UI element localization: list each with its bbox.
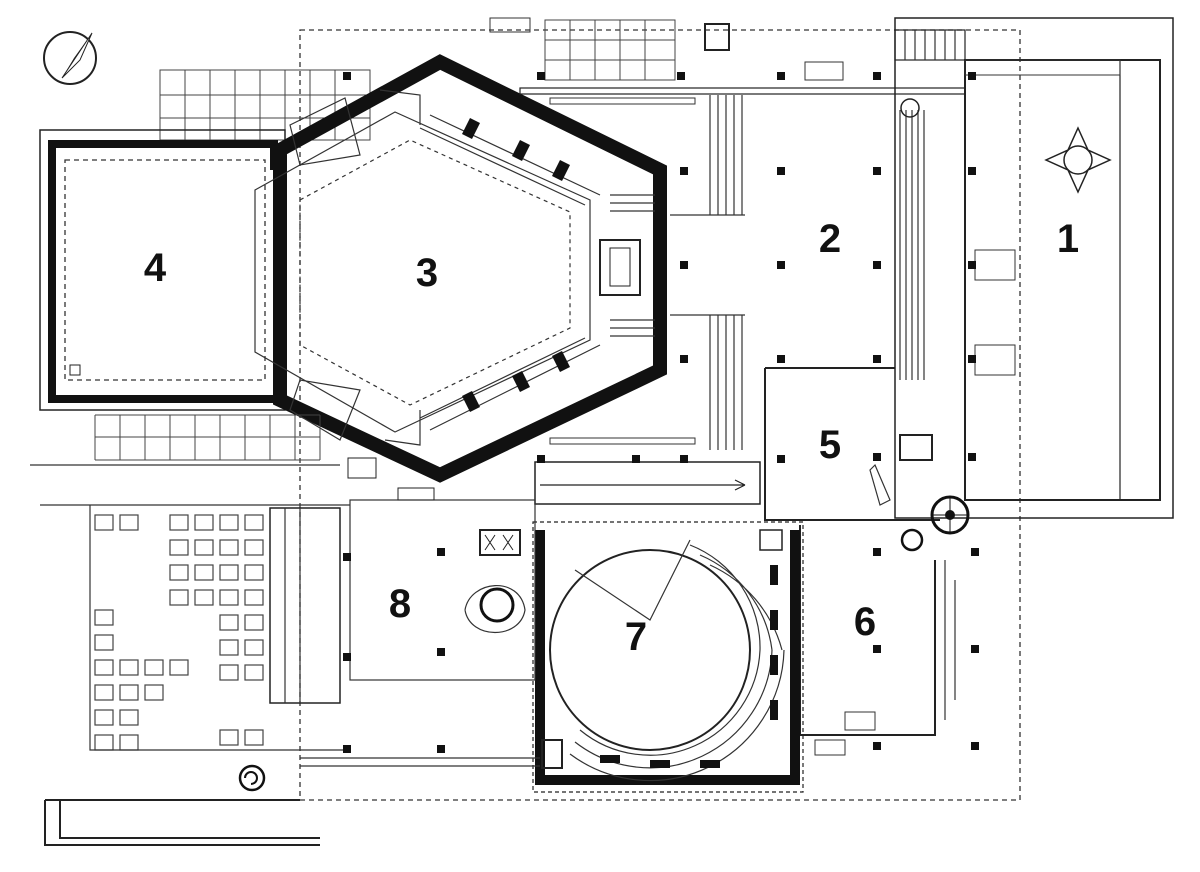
spiral-stair-icon	[930, 495, 970, 535]
lobby-5	[764, 367, 970, 552]
room-label-2: 2	[819, 217, 841, 261]
room-label-4: 4	[144, 246, 167, 290]
hall-1	[894, 17, 1174, 519]
structural-columns	[343, 72, 979, 753]
theatre-3	[254, 54, 667, 483]
room-label-6: 6	[854, 600, 876, 644]
theatre-7	[532, 521, 804, 793]
room-label-7: 7	[625, 615, 647, 659]
room-label-3: 3	[416, 251, 438, 295]
room-label-8: 8	[389, 582, 411, 626]
room-label-1: 1	[1057, 217, 1079, 261]
hall-6	[799, 525, 956, 756]
outdoor-seating-left	[30, 414, 540, 846]
room-label-5: 5	[819, 423, 841, 467]
north-arrow-icon	[43, 31, 97, 85]
lobby-8	[347, 457, 536, 681]
